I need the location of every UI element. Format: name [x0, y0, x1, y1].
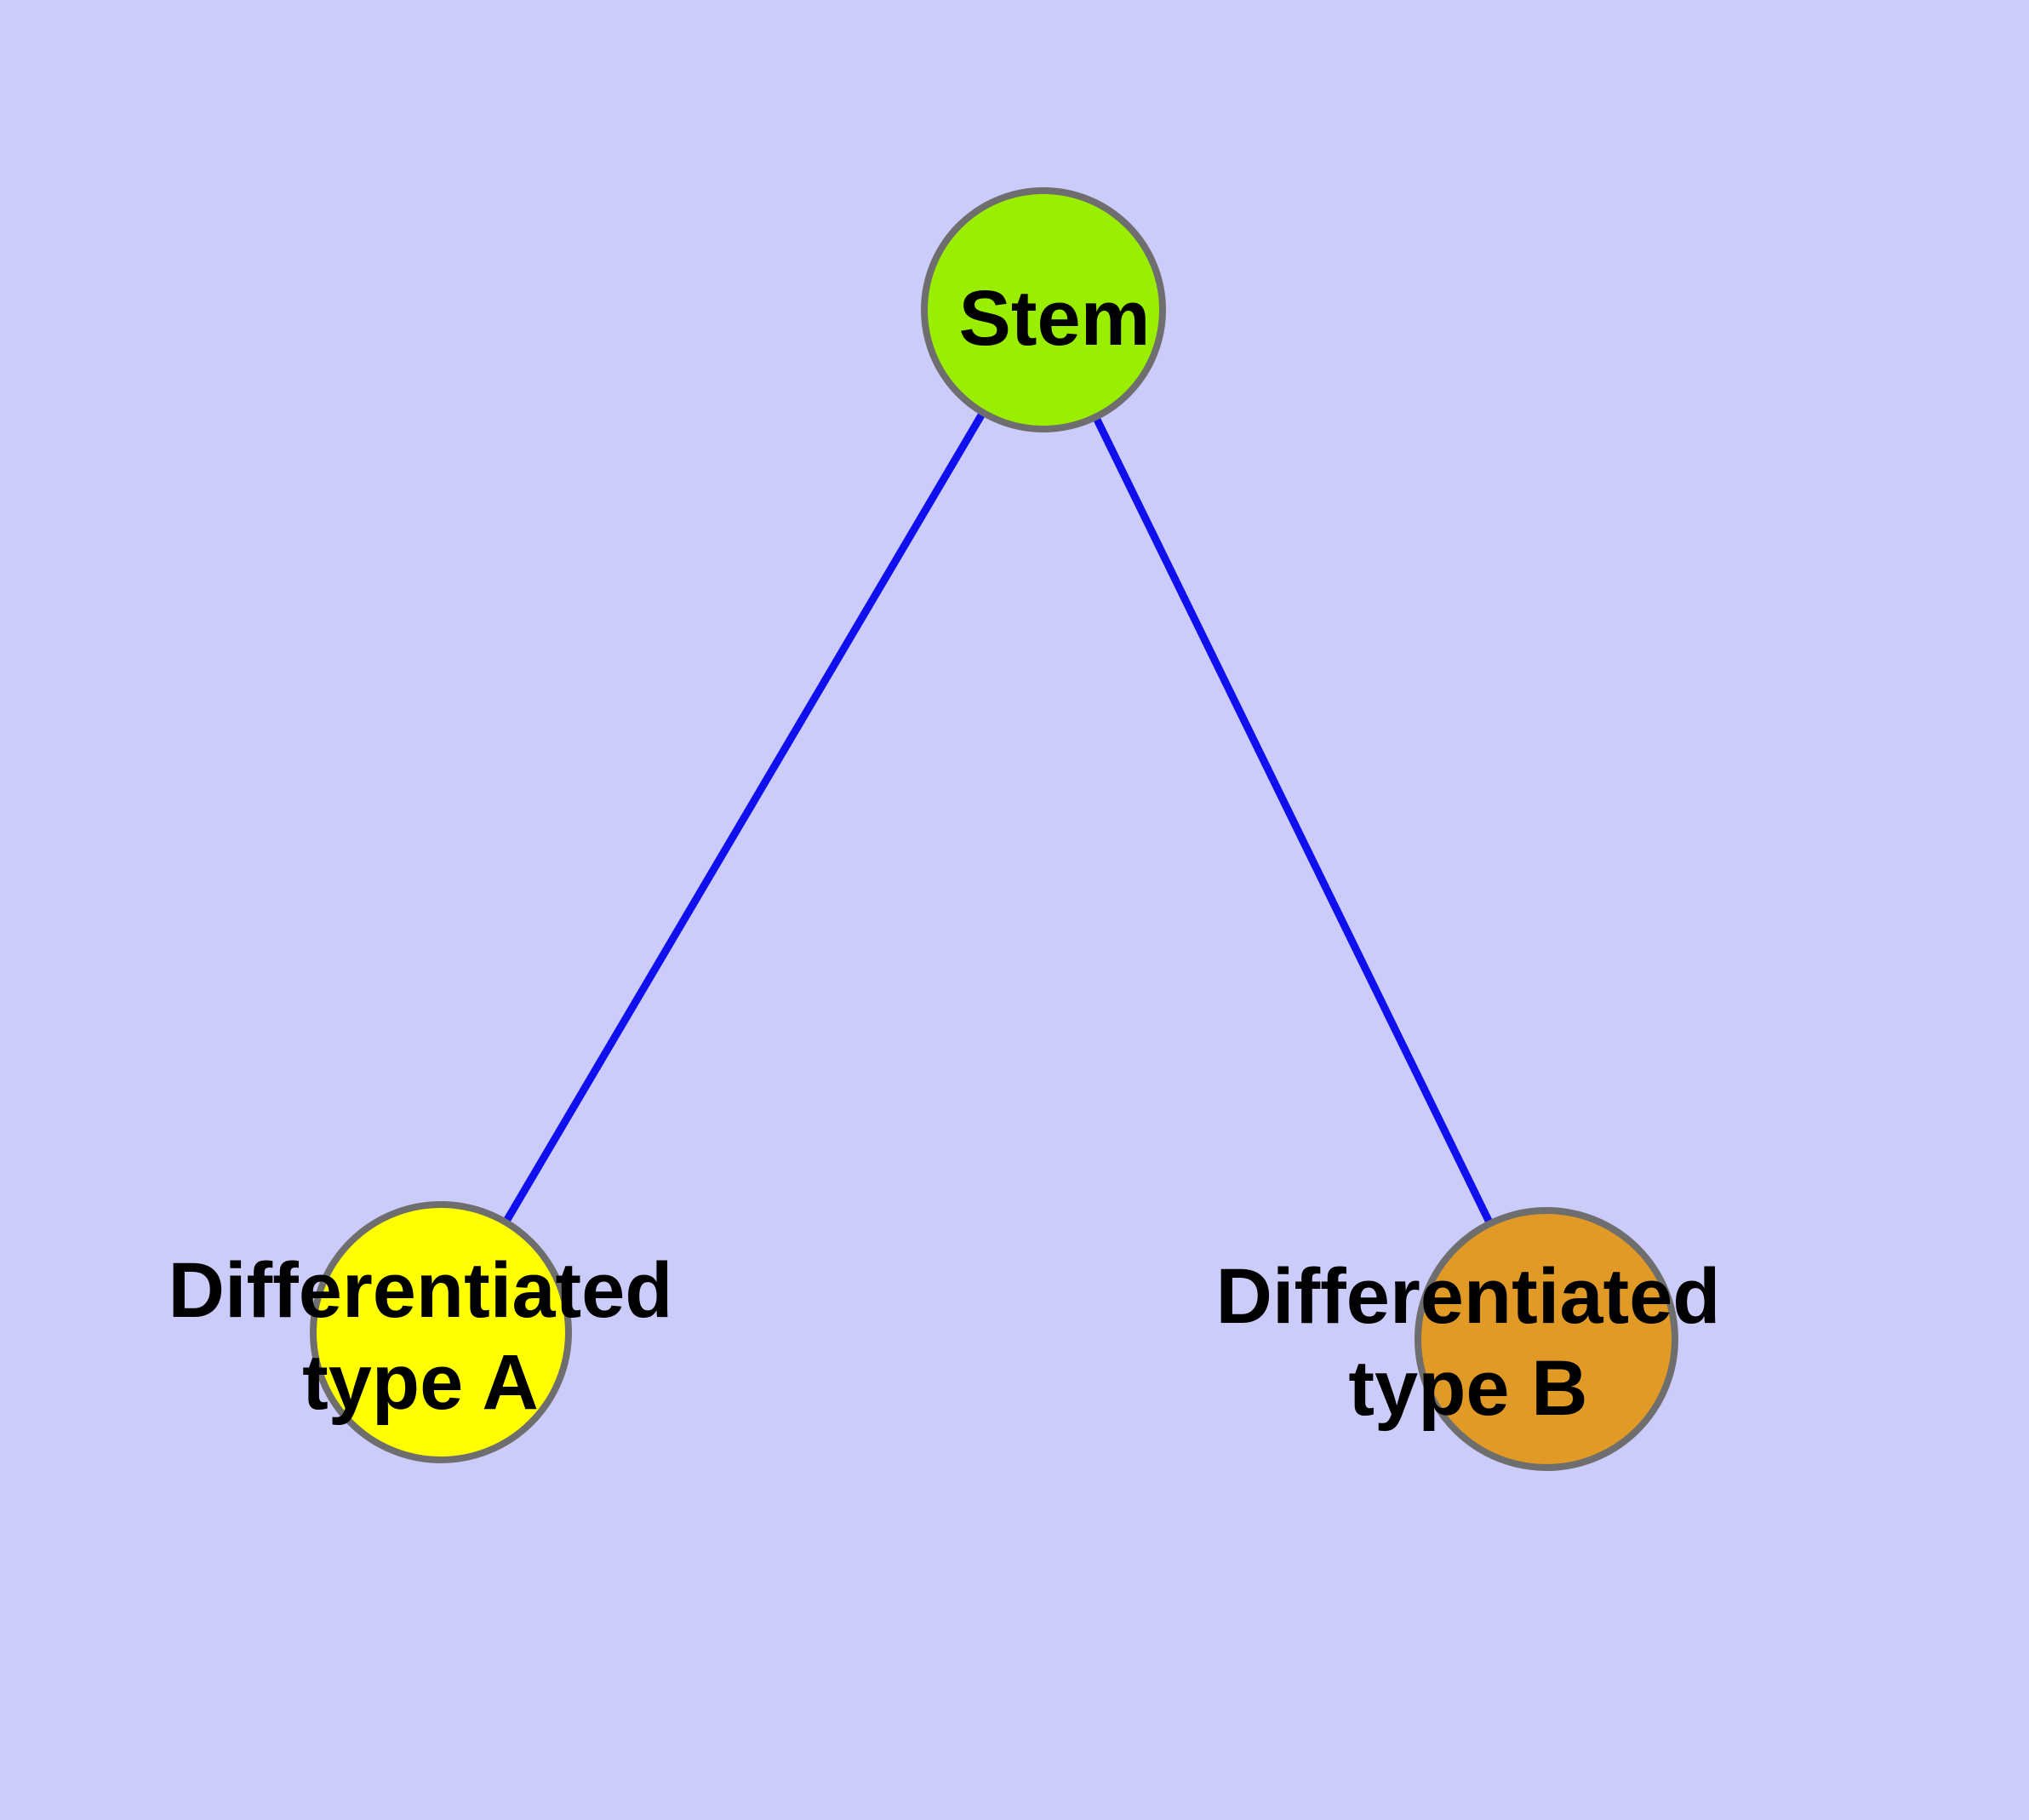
node-label-line: Differentiated: [169, 1247, 673, 1334]
edge-stem-to-diff-b[interactable]: [1039, 308, 1551, 1341]
node-label-stem: Stem: [959, 275, 1151, 362]
node-circle-diff-b[interactable]: [1415, 1207, 1678, 1471]
node-label-line: type B: [1348, 1345, 1587, 1432]
node-circle-stem[interactable]: [921, 187, 1166, 432]
nodes-group: [310, 187, 1678, 1471]
node-label-line: Stem: [959, 275, 1151, 362]
node-circle-diff-a[interactable]: [310, 1201, 572, 1463]
edge-stem-to-diff-a[interactable]: [437, 307, 1047, 1335]
edges-group: [437, 307, 1551, 1341]
node-label-line: Differentiated: [1216, 1253, 1721, 1340]
node-label-line: type A: [302, 1339, 539, 1426]
